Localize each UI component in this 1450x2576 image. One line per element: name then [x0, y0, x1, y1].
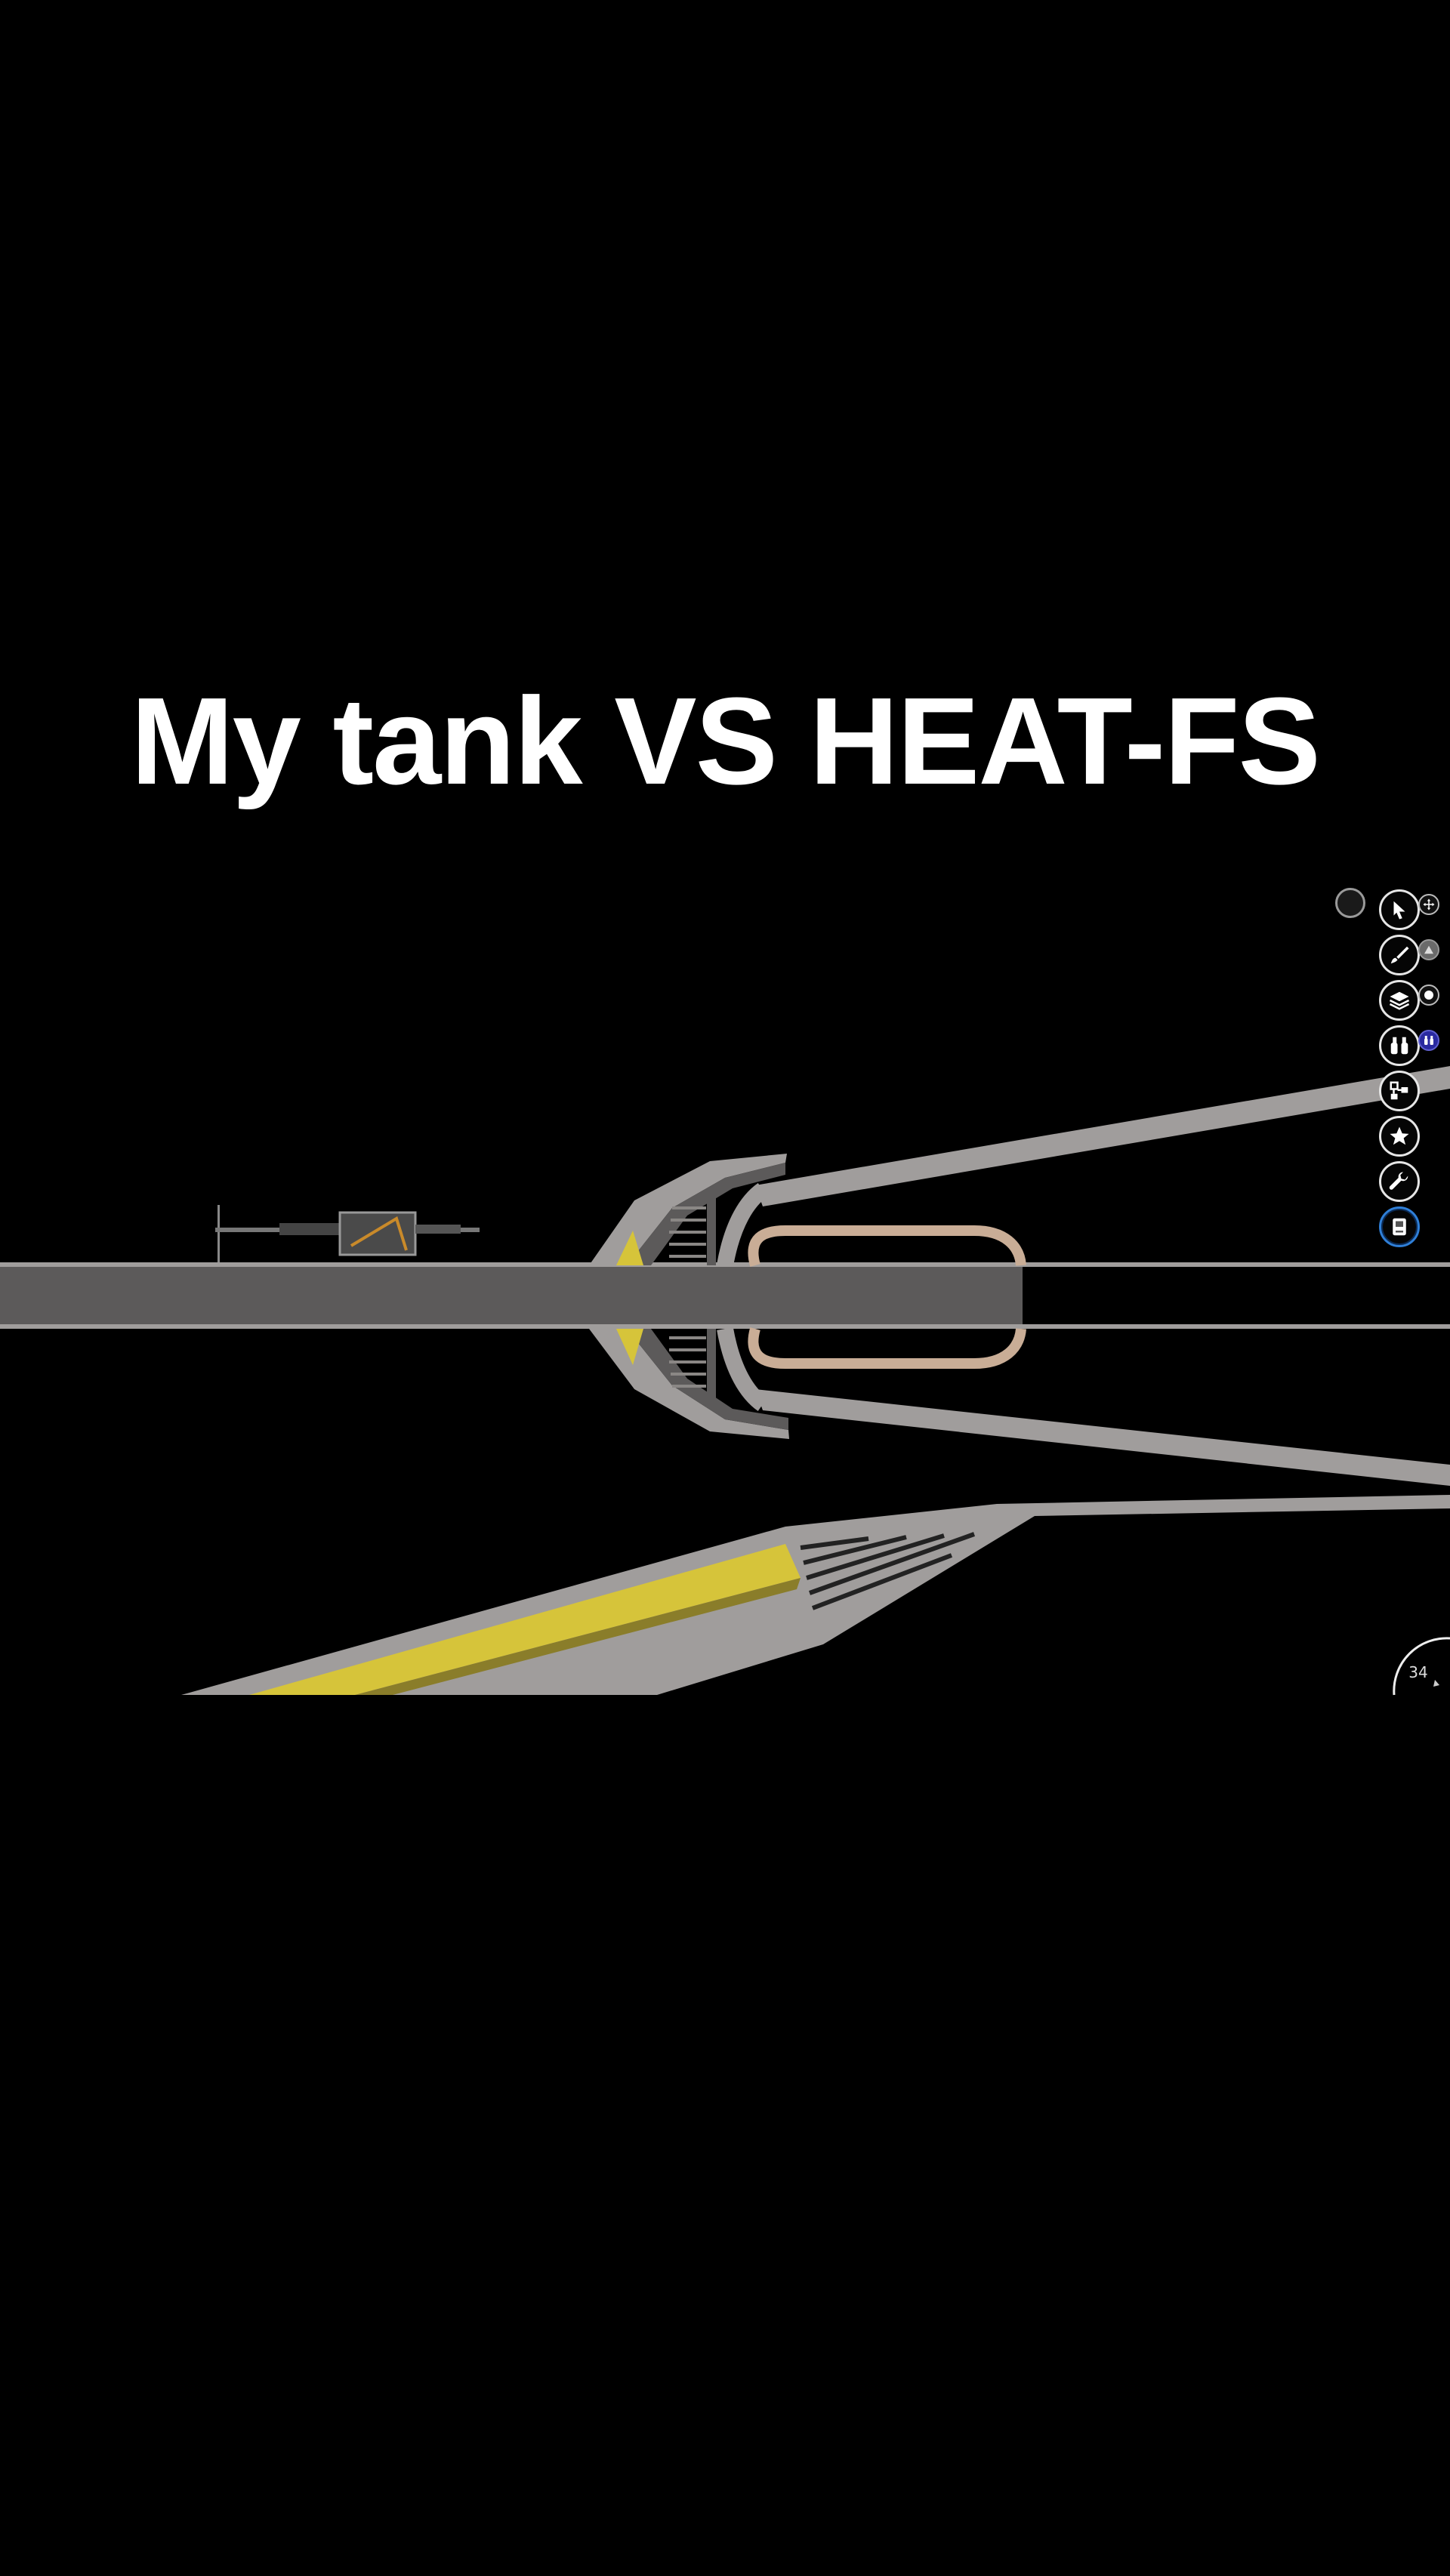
- wrench-tool-button[interactable]: [1379, 1161, 1420, 1202]
- notebook-icon: [1393, 1218, 1406, 1236]
- brush-tool-button[interactable]: [1379, 935, 1420, 975]
- pointer-tool-button[interactable]: [1379, 889, 1420, 930]
- speed-dial: [1393, 1637, 1450, 1696]
- circle-icon: [1424, 991, 1433, 1000]
- toolbar-collapse-button[interactable]: [1335, 888, 1365, 918]
- layers-icon: [1389, 991, 1410, 1010]
- layers-tool-button[interactable]: [1379, 980, 1420, 1021]
- binoculars-subtool-button[interactable]: [1418, 1030, 1439, 1051]
- notes-tool-button[interactable]: [1379, 1206, 1420, 1247]
- hierarchy-tool-button[interactable]: [1379, 1071, 1420, 1111]
- fill-subtool-button[interactable]: [1418, 939, 1439, 960]
- move-subtool-button[interactable]: [1418, 894, 1439, 915]
- binoculars-icon: [1424, 1036, 1433, 1045]
- circle-subtool-button[interactable]: [1418, 984, 1439, 1006]
- wrench-icon: [1389, 1172, 1408, 1190]
- heat-fs-projectile: [589, 1066, 1450, 1486]
- binoculars-tool-button[interactable]: [1379, 1025, 1420, 1066]
- tank-model: [215, 1205, 480, 1262]
- star-icon: [1390, 1126, 1409, 1145]
- triangle-icon: [1424, 945, 1433, 954]
- move-arrows-icon: [1423, 898, 1435, 911]
- dial-value: 34: [1408, 1663, 1428, 1681]
- paint-brush-icon: [1390, 946, 1409, 964]
- favorites-tool-button[interactable]: [1379, 1116, 1420, 1157]
- scene-title: My tank VS HEAT-FS: [131, 672, 1321, 810]
- binoculars-icon: [1390, 1037, 1408, 1055]
- cursor-arrow-icon: [1393, 901, 1405, 920]
- hierarchy-icon: [1390, 1081, 1408, 1100]
- armor-plate: [0, 1262, 1450, 1329]
- second-projectile: [181, 1495, 1450, 1695]
